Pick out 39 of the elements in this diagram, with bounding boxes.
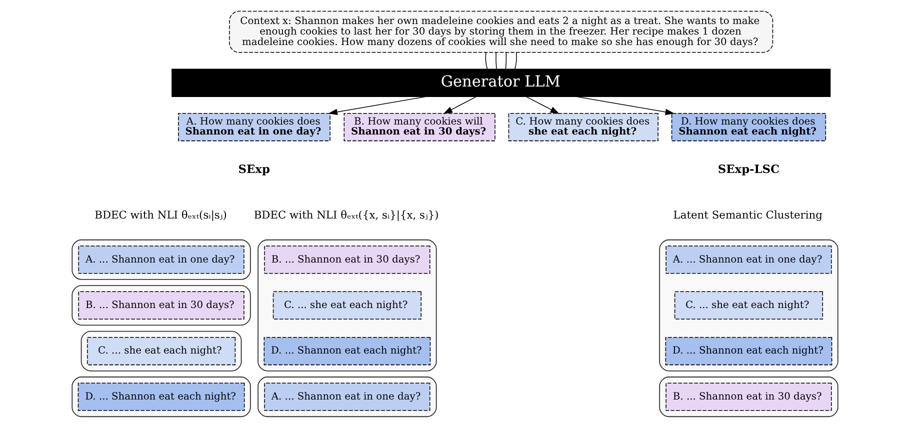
node-box: A. How many cookies does Shannon eat in one day? xyxy=(178,113,330,142)
connector xyxy=(485,52,488,70)
node-box: A. ... Shannon eat in one day? xyxy=(666,246,832,274)
node-box: D. ... Shannon eat each night? xyxy=(264,337,431,366)
node-box: B. ... Shannon eat in 30 days? xyxy=(666,382,832,411)
cluster xyxy=(258,376,437,418)
label: BDEC with NLI θₑₓₜ(sᵢ|sⱼ) xyxy=(94,208,227,222)
label: SExp xyxy=(238,162,270,176)
cluster xyxy=(72,239,251,280)
node-box: B. ... Shannon eat in 30 days? xyxy=(78,291,244,320)
node-box: D. ... Shannon eat each night? xyxy=(665,337,832,366)
node-box: A. ... Shannon eat in one day? xyxy=(264,382,430,411)
cluster xyxy=(659,239,838,372)
node-box: D. ... Shannon eat each night? xyxy=(78,382,245,411)
node-box: C. ... she eat each night? xyxy=(87,337,236,366)
cluster xyxy=(258,239,437,372)
cluster xyxy=(72,285,251,326)
connector xyxy=(505,52,507,70)
connector xyxy=(514,52,517,70)
cluster xyxy=(659,376,838,418)
node-box: B. ... Shannon eat in 30 days? xyxy=(264,246,430,274)
arrow xyxy=(576,96,674,116)
label: BDEC with NLI θₑₓₜ({x, sᵢ}|{x, sⱼ}) xyxy=(254,208,439,222)
node-box: B. How many cookies will Shannon eat in 30 days? xyxy=(344,113,496,142)
node-box: Generator LLM xyxy=(172,68,831,97)
label: Latent Semantic Clustering xyxy=(673,208,822,222)
cluster xyxy=(72,376,251,418)
connector xyxy=(496,52,497,70)
arrow xyxy=(328,96,426,116)
node-box: C. How many cookies does she eat each night? xyxy=(508,113,658,142)
cluster xyxy=(80,330,242,372)
node-box: Context x: Shannon makes her own madeleine cookies and eats 2 a night as a treat. She wants to make enough cookies to last her for 30 days by storing them in the freezer. Her recipe makes 1 dozen madeleine cookies. How many dozens of cookies will she need to make so she has enough for 30 days? xyxy=(229,10,774,53)
arrow xyxy=(443,96,477,114)
arrow xyxy=(526,96,560,114)
node-box: A. ... Shannon eat in one day? xyxy=(78,246,244,274)
node-box: D. How many cookies does Shannon eat each night? xyxy=(671,113,826,142)
node-box: C. ... she eat each night? xyxy=(272,291,422,320)
node-box: C. ... she eat each night? xyxy=(674,291,823,320)
label: SExp-LSC xyxy=(718,162,780,176)
